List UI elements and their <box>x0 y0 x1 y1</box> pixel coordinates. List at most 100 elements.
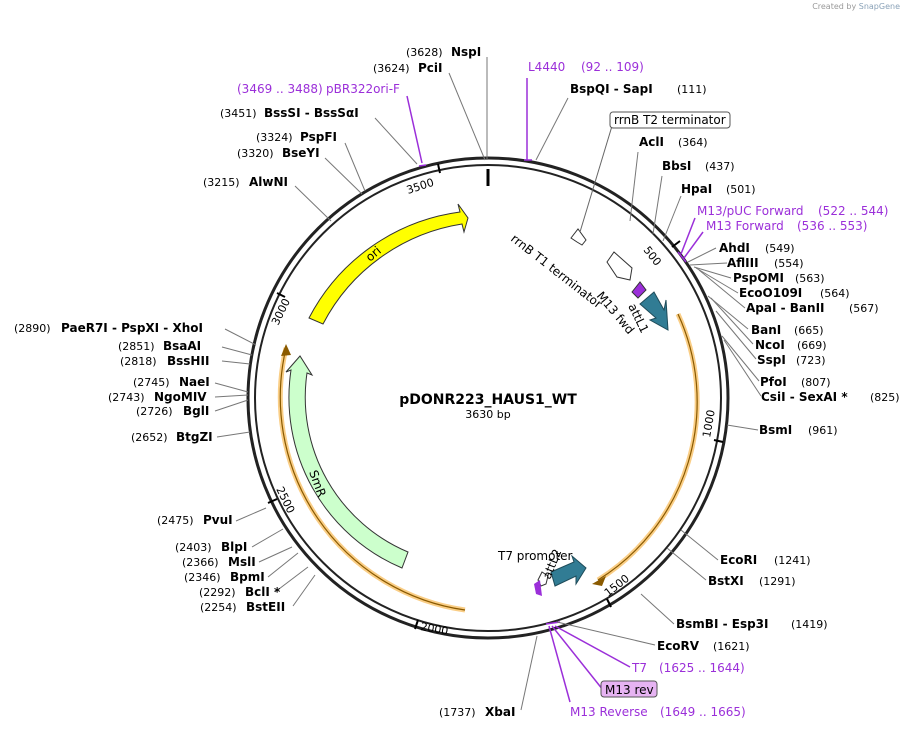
attl1-feature <box>639 291 669 331</box>
primer-label-m13reverse: M13 Reverse(1649 .. 1665) <box>570 705 746 719</box>
enzyme-labels-left: (3628)NspI (3624)PciI (3451)BssSI - BssS… <box>14 45 515 719</box>
enzyme-leaders <box>214 57 762 711</box>
svg-text:(3320): (3320) <box>237 147 274 160</box>
enzyme-label-csii: CsiI - SexAI *(825) <box>761 390 900 404</box>
svg-text:(92 .. 109): (92 .. 109) <box>581 60 644 74</box>
primer-mark-m13rev <box>551 625 604 691</box>
svg-text:(3628): (3628) <box>406 46 443 59</box>
enzyme-label-pspfi: (3324) PspFI <box>256 130 337 144</box>
svg-text:PciI: PciI <box>418 61 443 75</box>
svg-text:pBR322ori-F: pBR322ori-F <box>326 82 400 96</box>
svg-text:EcoRV: EcoRV <box>657 639 700 653</box>
svg-text:L4440: L4440 <box>528 60 565 74</box>
m13-fwd-feature <box>631 281 647 299</box>
svg-text:(2818): (2818) <box>120 355 157 368</box>
svg-text:BsaAI: BsaAI <box>163 339 201 353</box>
svg-text:BsmBI - Esp3I: BsmBI - Esp3I <box>676 617 768 631</box>
svg-text:(563): (563) <box>795 272 825 285</box>
leader-ncoi <box>710 297 754 345</box>
svg-text:HpaI: HpaI <box>681 182 712 196</box>
leader-hpai <box>662 195 682 242</box>
leader-bcli <box>274 566 309 593</box>
svg-text:PfoI: PfoI <box>760 375 787 389</box>
snapgene-brand: SnapGene <box>858 2 900 11</box>
svg-text:(437): (437) <box>705 160 735 173</box>
svg-text:(1649 .. 1665): (1649 .. 1665) <box>660 705 746 719</box>
enzyme-labels-right: BspQI - SapI(111) AclI(364) BbsI(437) Hp… <box>570 82 900 653</box>
enzyme-label-bstxi: BstXI(1291) <box>708 574 796 588</box>
enzyme-label-xhoi: (2890)PaeR7I - PspXI - XhoI <box>14 321 203 335</box>
svg-text:PvuI: PvuI <box>203 513 233 527</box>
svg-text:SspI: SspI <box>757 353 786 367</box>
enzyme-label-xbai: (1737)XbaI <box>439 705 515 719</box>
svg-text:(1737): (1737) <box>439 706 476 719</box>
svg-text:BssHII: BssHII <box>167 354 209 368</box>
enzyme-label-nspi: (3628)NspI <box>406 45 481 59</box>
svg-text:(549): (549) <box>765 242 795 255</box>
svg-text:BstEII: BstEII <box>246 600 285 614</box>
enzyme-label-alwni: (3215)AlwNI <box>203 175 288 189</box>
m13-rev-box <box>600 680 658 698</box>
enzyme-label-bsshii: (2818) BssHII <box>120 354 209 368</box>
svg-text:(723): (723) <box>796 354 826 367</box>
svg-text:BglI: BglI <box>183 404 209 418</box>
enzyme-label-apai: ApaI - BanII(567) <box>746 301 879 315</box>
leader-bsaai <box>221 346 253 356</box>
svg-text:PspFI: PspFI <box>300 130 337 144</box>
leader-alwni <box>294 185 332 222</box>
svg-text:(2652): (2652) <box>131 431 168 444</box>
rrnb-t2-label-box <box>609 111 731 129</box>
svg-text:(3624): (3624) <box>373 62 410 75</box>
svg-text:(1419): (1419) <box>791 618 828 631</box>
svg-text:NaeI: NaeI <box>179 375 210 389</box>
enzyme-label-ecorv: EcoRV (1621) <box>657 639 750 653</box>
enzyme-label-bsmbi: BsmBI - Esp3I (1419) <box>676 617 828 631</box>
svg-text:(2726): (2726) <box>136 405 173 418</box>
svg-text:NgoMIV: NgoMIV <box>154 390 207 404</box>
tick-label-3000: 3000 <box>269 296 293 327</box>
enzyme-label-acli: AclI(364) <box>639 135 708 149</box>
leader-xhoi <box>224 328 257 346</box>
enzyme-label-bsaai: (2851)BsaAI <box>118 339 201 353</box>
enzyme-label-msli: (2366)MslI <box>182 555 256 569</box>
enzyme-label-afliii: AflIII(554) <box>727 256 804 270</box>
svg-text:(2745): (2745) <box>133 376 170 389</box>
svg-text:(2743): (2743) <box>108 391 145 404</box>
leader-bbsi <box>652 175 663 235</box>
leader-ngomiv <box>214 394 249 398</box>
orf-arc-right-line <box>597 313 698 581</box>
enzyme-label-pvui: (2475) PvuI <box>157 513 233 527</box>
enzyme-label-sspi: SspI (723) <box>757 353 826 367</box>
enzyme-label-hpai: HpaI(501) <box>681 182 756 196</box>
credit-prefix: Created by <box>812 2 857 11</box>
leader-blpi <box>251 528 284 548</box>
enzyme-label-bgli: (2726) BglI <box>136 404 209 418</box>
svg-text:EcoO109I: EcoO109I <box>739 286 802 300</box>
svg-text:(3324): (3324) <box>256 131 293 144</box>
leader-bsmbi <box>640 593 675 625</box>
t7-promoter-label: T7 promoter <box>497 549 573 563</box>
enzyme-label-pfoi: PfoI(807) <box>760 375 831 389</box>
enzyme-label-bpmi: (2346)BpmI <box>184 570 265 584</box>
svg-text:T7: T7 <box>631 661 647 675</box>
leader-pvui <box>235 507 267 522</box>
enzyme-label-btgzi: (2652)BtgZI <box>131 430 213 444</box>
rrnb-t1-terminator-feature <box>606 251 633 281</box>
rrnb-t2-terminator-feature <box>570 228 587 246</box>
primer-mark-pbr322-tip <box>418 164 427 167</box>
enzyme-label-ahdi: AhdI(549) <box>719 241 795 255</box>
leader-ecori <box>680 529 719 561</box>
enzyme-label-bbsi: BbsI(437) <box>662 159 735 173</box>
plasmid-length: 3630 bp <box>465 408 510 421</box>
rrnb-t2-leader <box>579 125 613 233</box>
primer-label-l4440: L4440 (92 .. 109) <box>528 60 644 74</box>
tick-3000 <box>276 292 286 298</box>
leader-pfoi <box>721 335 760 382</box>
svg-text:BclI *: BclI * <box>245 585 281 599</box>
leader-bspqi <box>535 97 569 161</box>
svg-text:(1621): (1621) <box>713 640 750 653</box>
svg-text:(2475): (2475) <box>157 514 194 527</box>
svg-text:BspQI - SapI: BspQI - SapI <box>570 82 653 96</box>
leader-bgli <box>214 399 249 412</box>
svg-text:(961): (961) <box>808 424 838 437</box>
